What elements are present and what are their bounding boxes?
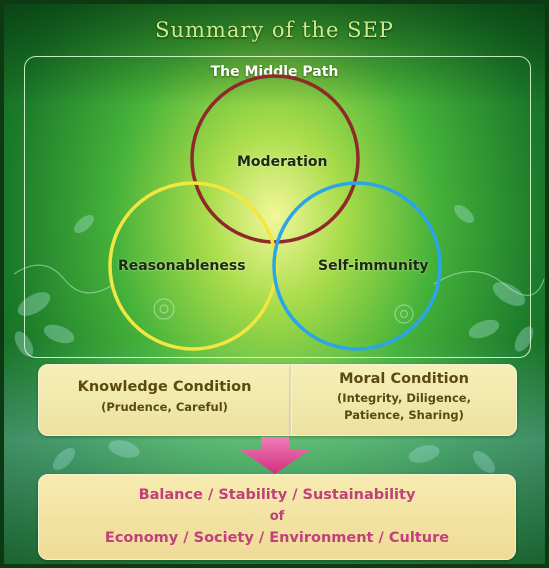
outcome-line-1: Balance / Stability / Sustainability [138,487,416,503]
knowledge-condition-box: Knowledge Condition (Prudence, Careful) [38,364,291,436]
self-immunity-circle [272,181,442,351]
moral-condition-heading: Moral Condition [339,371,469,387]
outcome-line-2: of [269,509,285,524]
reasonableness-label: Reasonableness [118,258,246,274]
venn-diagram [108,74,442,351]
reasonableness-circle [108,181,278,351]
knowledge-condition-heading: Knowledge Condition [77,379,252,395]
moral-condition-box: Moral Condition (Integrity, Diligence, P… [291,364,517,436]
moderation-label: Moderation [237,154,328,170]
middle-path-heading: The Middle Path [210,64,339,80]
knowledge-condition-detail: (Prudence, Careful) [101,400,228,414]
moral-condition-detail-line2: Patience, Sharing) [344,408,464,422]
moderation-circle [190,74,360,244]
down-arrow-icon [239,437,311,474]
page-title: Summary of the SEP [155,18,394,42]
middle-path-frame [24,56,531,358]
sep-summary-slide: Summary of the SEP The Middle Path Moder… [4,4,545,564]
outcome-box: Balance / Stability / Sustainability of … [38,474,516,560]
outcome-line-3: Economy / Society / Environment / Cultur… [104,530,450,546]
moral-condition-detail-line1: (Integrity, Diligence, [337,391,471,405]
self-immunity-label: Self-immunity [318,258,429,274]
